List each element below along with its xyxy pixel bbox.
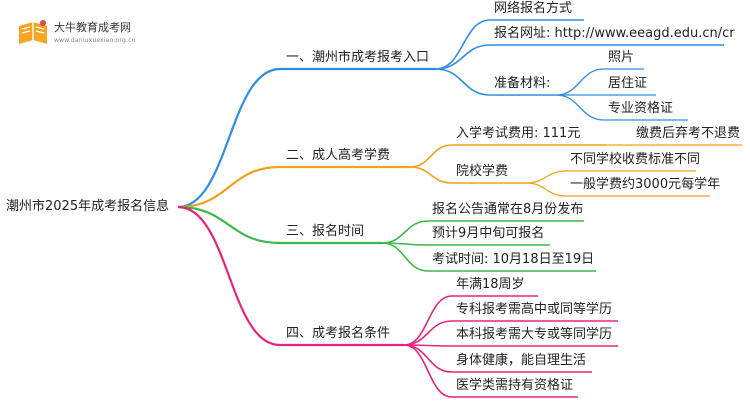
detail-topic: 专业资格证	[608, 101, 674, 116]
subtopic-connector	[435, 19, 491, 70]
branch-connector	[177, 165, 281, 209]
subtopic-connector	[381, 242, 429, 272]
branch-topic: 二、成人高考学费	[286, 148, 391, 163]
subtopic-connector	[403, 344, 453, 373]
subtopic-connector	[435, 68, 491, 96]
subtopic: 医学类需持有资格证	[456, 378, 574, 393]
subtopic-connector	[403, 344, 453, 398]
detail-topic: 不同学校收费标准不同	[570, 152, 701, 167]
subtopic: 院校学费	[456, 164, 509, 179]
logo-url: www.daniuxuexiao.org.cn	[54, 37, 136, 44]
branch-topic: 四、成考报名条件	[286, 326, 391, 341]
detail-connector	[555, 94, 605, 121]
subtopic-connector	[435, 44, 491, 70]
subtopic: 报名公告通常在8月份发布	[432, 202, 584, 217]
subtopic: 年满18周岁	[456, 277, 525, 292]
detail-topic: 照片	[608, 50, 635, 65]
subtopic-connector	[409, 144, 453, 168]
detail-connector	[525, 170, 567, 184]
branch-connector	[177, 205, 281, 347]
branch-connector	[177, 205, 281, 245]
detail-connector	[555, 68, 605, 96]
subtopic: 专科报考需高中或同等学历	[456, 302, 613, 317]
book-icon	[19, 20, 47, 44]
subtopic-connector	[403, 320, 453, 346]
site-logo: 大牛教育成考网 www.daniuxuexiao.org.cn	[16, 18, 196, 52]
root-topic: 潮州市2025年成考报名信息	[6, 199, 170, 214]
subtopic: 考试时间: 10月18日至19日	[432, 252, 595, 267]
logo-title: 大牛教育成考网	[54, 21, 131, 34]
subtopic-connector	[381, 220, 429, 244]
subtopic: 入学考试费用: 111元	[456, 126, 581, 141]
detail-topic: 一般学费约3000元每学年	[570, 177, 721, 192]
detail-topic: 缴费后弃考不退费	[636, 126, 741, 141]
branch-connector	[177, 67, 281, 209]
branch-topic: 一、潮州市成考报考入口	[286, 50, 430, 65]
subtopic: 网络报名方式	[494, 1, 573, 16]
subtopic: 报名网址: http://www.eeagd.edu.cn/cr	[494, 26, 735, 41]
detail-connector	[525, 182, 567, 197]
subtopic: 准备材料:	[494, 76, 551, 91]
detail-topic: 居住证	[608, 76, 648, 91]
subtopic: 身体健康，能自理生活	[456, 353, 587, 368]
subtopic: 本科报考需大专或等同学历	[456, 327, 613, 342]
subtopic: 预计9月中旬可报名	[432, 226, 545, 241]
subtopic-connector	[403, 295, 453, 346]
branch-topic: 三、报名时间	[286, 224, 365, 239]
subtopic-connector	[409, 166, 453, 184]
